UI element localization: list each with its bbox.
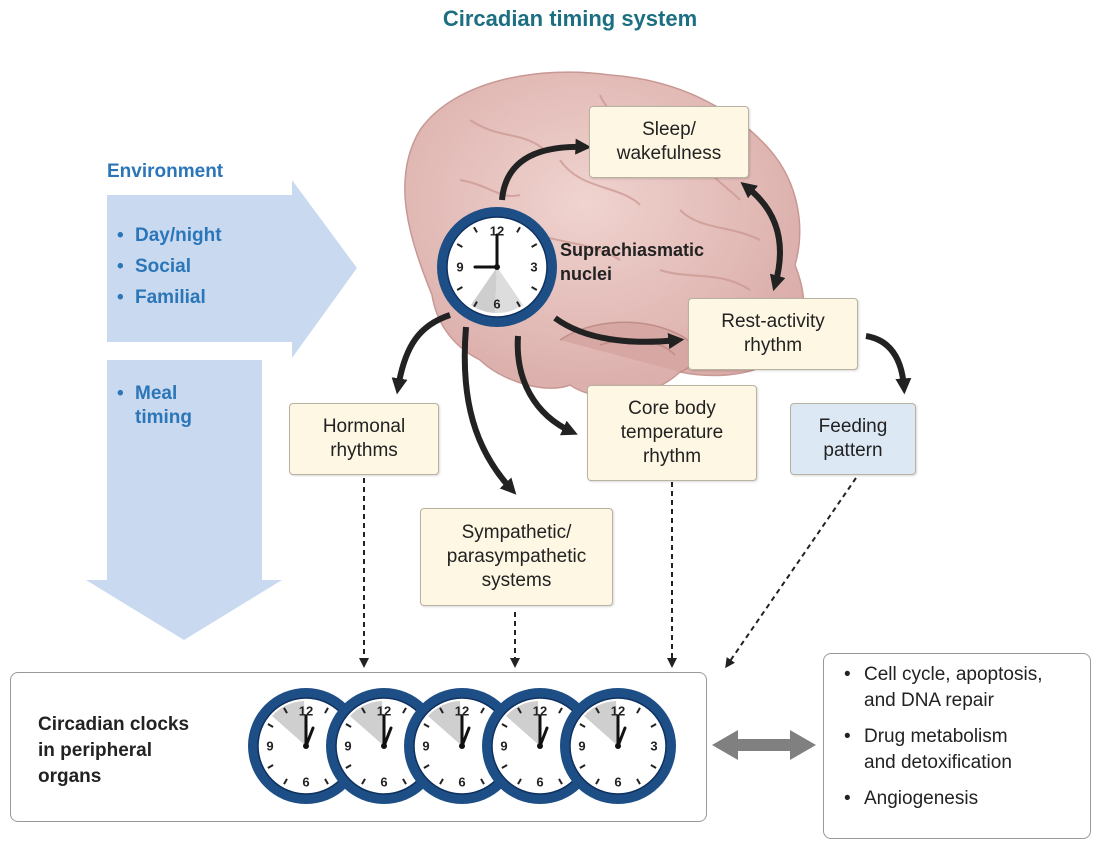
arrow-to-sleep bbox=[499, 138, 592, 201]
peripheral-clock-numeral: 9 bbox=[266, 738, 273, 753]
peripheral-clock-icon: 12 3 6 9 bbox=[560, 688, 676, 804]
peripheral-clock-numeral: 12 bbox=[377, 703, 391, 718]
environment-cue-list: Day/night Social Familial bbox=[115, 220, 222, 313]
feeding-pattern-box: Feeding pattern bbox=[790, 403, 916, 475]
arrow-to-autonomic bbox=[461, 326, 517, 495]
outcome-item: Drug metabolism and detoxification bbox=[842, 724, 1092, 776]
master-clock-icon: 12 3 6 9 bbox=[437, 207, 557, 327]
outcome-item: Cell cycle, apoptosis, and DNA repair bbox=[842, 662, 1092, 714]
meal-cue-list: Meal timing bbox=[115, 382, 192, 430]
peripheral-clock-numeral: 9 bbox=[422, 738, 429, 753]
peripheral-clock-numeral: 6 bbox=[536, 774, 543, 789]
peripheral-clock-numeral: 6 bbox=[380, 774, 387, 789]
double-arrow bbox=[712, 730, 816, 760]
sleep-wakefulness-box: Sleep/ wakefulness bbox=[589, 106, 749, 178]
peripheral-clock-numeral: 6 bbox=[458, 774, 465, 789]
peripheral-clock-numeral: 12 bbox=[299, 703, 313, 718]
master-clock-numeral-3: 3 bbox=[530, 259, 537, 274]
peripheral-clock-numeral: 12 bbox=[533, 703, 547, 718]
hormonal-rhythms-box: Hormonal rhythms bbox=[289, 403, 439, 475]
arrow-to-core-temp bbox=[514, 335, 578, 436]
peripheral-clocks-label: Circadian clocks in peripheral organs bbox=[38, 714, 190, 787]
environment-cue: Day/night bbox=[115, 220, 222, 251]
arrow-to-hormonal bbox=[391, 312, 451, 395]
diagram-title: Circadian timing system bbox=[442, 6, 698, 31]
peripheral-clock-numeral: 9 bbox=[578, 738, 585, 753]
arrow-sleep-rest-activity bbox=[740, 182, 786, 292]
arrow-to-rest-activity bbox=[553, 315, 685, 349]
peripheral-clock-numeral: 6 bbox=[614, 774, 621, 789]
master-clock-numeral-6: 6 bbox=[493, 296, 500, 311]
outcomes-list: Cell cycle, apoptosis, and DNA repair Dr… bbox=[842, 662, 1092, 822]
meal-timing-cue: Meal timing bbox=[115, 382, 192, 430]
rest-activity-rhythm-box: Rest-activity rhythm bbox=[688, 298, 858, 370]
arrow-rest-to-feeding bbox=[865, 333, 912, 395]
peripheral-clock-numeral: 9 bbox=[344, 738, 351, 753]
master-clock-numeral-12: 12 bbox=[490, 223, 504, 238]
environment-heading: Environment bbox=[107, 161, 224, 182]
peripheral-clock-numeral: 9 bbox=[500, 738, 507, 753]
dashed-arrow-feeding bbox=[725, 477, 857, 669]
peripheral-clock-numeral: 12 bbox=[455, 703, 469, 718]
meal-timing-arrow bbox=[86, 360, 282, 640]
core-body-temperature-box: Core body temperature rhythm bbox=[587, 385, 757, 481]
peripheral-clock-numeral: 12 bbox=[611, 703, 625, 718]
peripheral-clock-numeral: 3 bbox=[650, 738, 657, 753]
peripheral-clock-numeral: 6 bbox=[302, 774, 309, 789]
master-clock-numeral-9: 9 bbox=[456, 259, 463, 274]
autonomic-systems-box: Sympathetic/ parasympathetic systems bbox=[420, 508, 613, 606]
suprachiasmatic-nuclei-label: Suprachiasmatic nuclei bbox=[560, 240, 705, 284]
outcome-item: Angiogenesis bbox=[842, 786, 1092, 812]
environment-cue: Social bbox=[115, 251, 222, 282]
environment-cue: Familial bbox=[115, 282, 222, 313]
